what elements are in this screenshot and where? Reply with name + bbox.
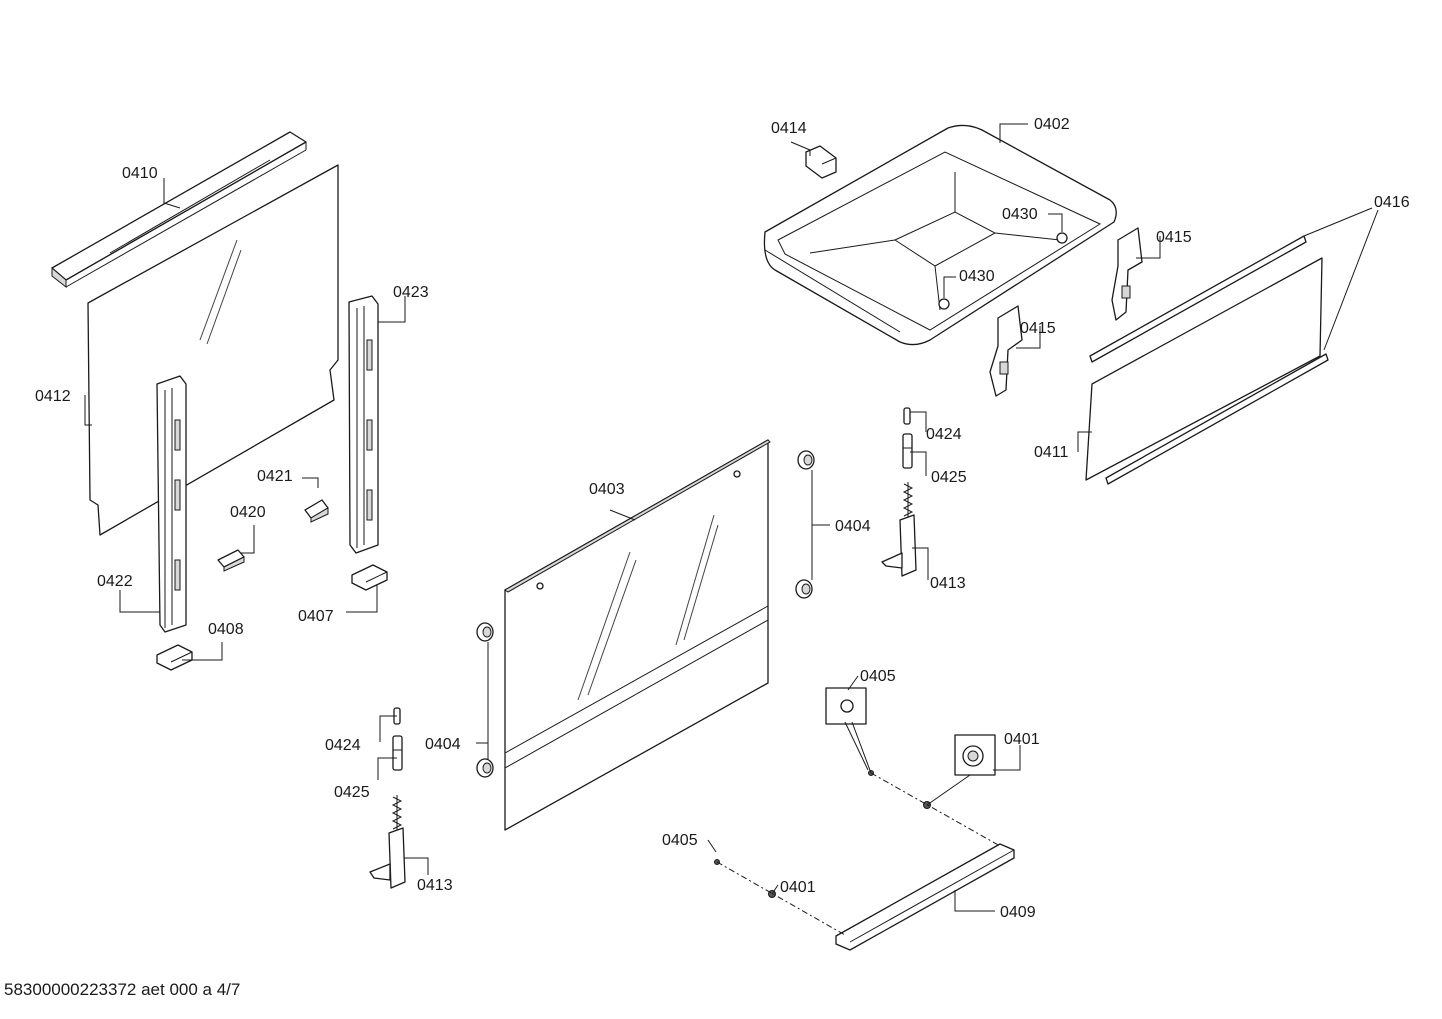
part-0415-bracket-b — [989, 305, 1023, 397]
label-0422: 0422 — [97, 573, 133, 590]
label-0409: 0409 — [1000, 904, 1036, 921]
label-0413-a: 0413 — [930, 575, 966, 592]
label-0401-b: 0401 — [780, 879, 816, 896]
part-0413-hinge-right — [881, 482, 917, 577]
part-0405-knob-cap — [825, 687, 867, 725]
label-0411: 0411 — [1034, 444, 1069, 461]
part-0410-trim-strip — [51, 131, 307, 289]
label-0425-a: 0425 — [931, 469, 967, 486]
label-0404-a: 0404 — [835, 518, 871, 535]
part-0414-clip — [805, 145, 837, 179]
label-0424-b: 0424 — [325, 737, 361, 754]
part-0403-front-door — [504, 439, 771, 831]
label-0410: 0410 — [122, 165, 158, 182]
label-0425-b: 0425 — [334, 784, 370, 801]
document-reference-footer: 58300000223372 aet 000 a 4/7 — [4, 980, 241, 999]
label-0401-a: 0401 — [1004, 731, 1040, 748]
part-0421-clip — [304, 499, 329, 523]
label-0405-a: 0405 — [860, 668, 896, 685]
part-0413-hinge-left — [369, 795, 406, 889]
leader-lines — [84, 123, 1379, 912]
label-0414: 0414 — [771, 120, 807, 137]
part-0407-bracket — [351, 564, 388, 591]
label-0405-b: 0405 — [662, 832, 698, 849]
label-0402: 0402 — [1034, 116, 1070, 133]
axis-line-a — [870, 772, 1001, 847]
label-0421: 0421 — [257, 468, 293, 485]
label-0413-b: 0413 — [417, 877, 453, 894]
label-0430-a: 0430 — [1002, 206, 1038, 223]
part-0416-seal-top — [1089, 235, 1307, 363]
part-0402-tray — [763, 124, 1117, 346]
part-0408-bracket — [156, 644, 193, 671]
label-0420: 0420 — [230, 504, 266, 521]
part-0424-0425-pins-right — [902, 407, 913, 469]
part-labels: 0410 0412 0423 0421 0420 0422 0408 0407 … — [35, 116, 1410, 921]
part-0411-inner-glass — [1085, 257, 1323, 481]
part-0422-left-rail — [156, 375, 187, 633]
axis-line-b — [716, 861, 846, 936]
label-0416: 0416 — [1374, 194, 1410, 211]
part-0404-bumpers — [476, 450, 815, 778]
part-0412-glass-panel — [87, 164, 339, 536]
part-0416-seal-bottom — [1105, 353, 1329, 485]
label-0404-b: 0404 — [425, 736, 461, 753]
part-0401-knob — [954, 734, 996, 776]
label-0412: 0412 — [35, 388, 71, 405]
part-0423-right-rail — [348, 295, 379, 554]
label-0407: 0407 — [298, 608, 334, 625]
part-0409-handle — [835, 843, 1015, 951]
part-0420-clip — [217, 549, 245, 572]
label-0430-b: 0430 — [959, 268, 995, 285]
part-0424-0425-pins-left — [392, 707, 403, 771]
label-0424-a: 0424 — [926, 426, 962, 443]
part-0415-bracket-a — [1111, 227, 1143, 321]
label-0408: 0408 — [208, 621, 244, 638]
label-0403: 0403 — [589, 481, 625, 498]
label-0415-b: 0415 — [1020, 320, 1056, 337]
label-0423: 0423 — [393, 284, 429, 301]
label-0415-a: 0415 — [1156, 229, 1192, 246]
